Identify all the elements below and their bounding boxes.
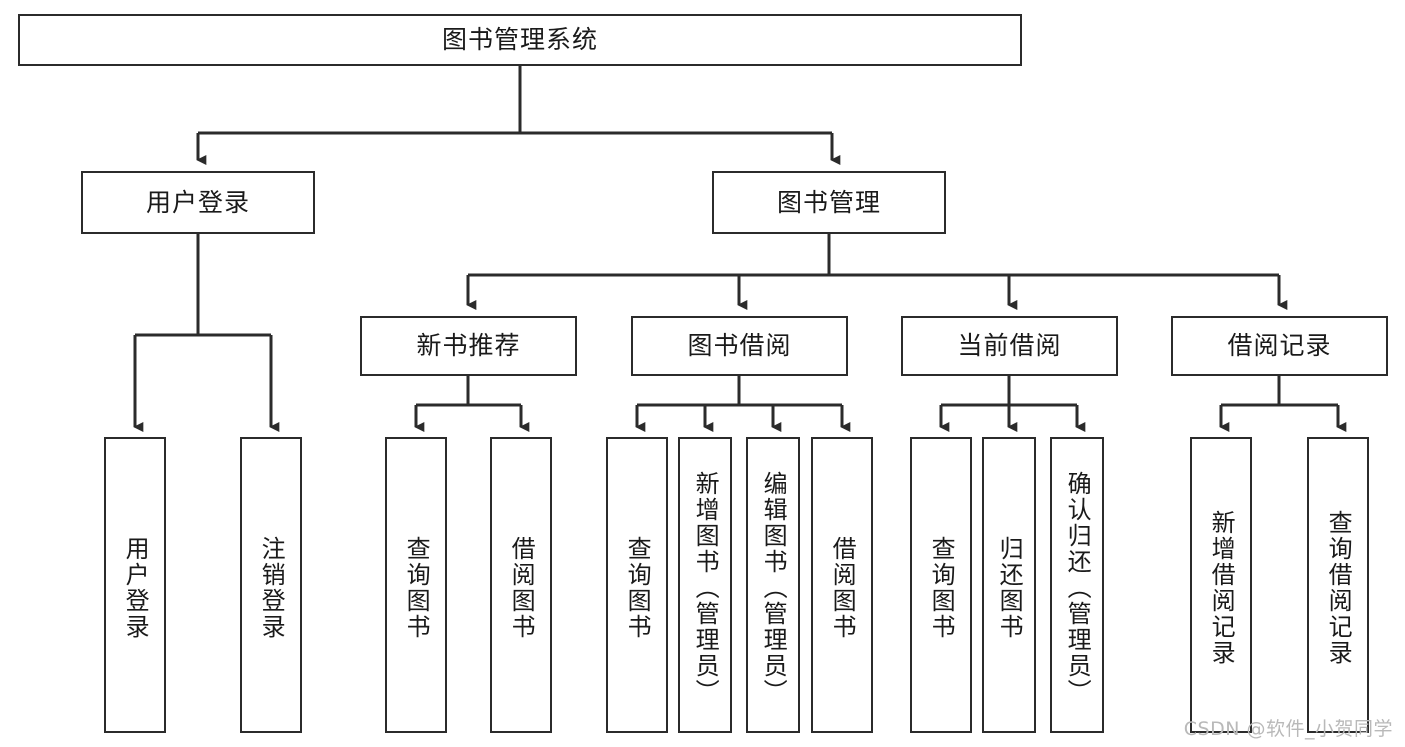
leaf-book-borrow-query[interactable]: 查询图书 (606, 437, 668, 733)
leaf-book-borrow-borrow[interactable]: 借阅图书 (811, 437, 873, 733)
leaf-label: 查询图书 (927, 536, 956, 640)
leaf-borrow-record-query[interactable]: 查询借阅记录 (1307, 437, 1369, 733)
leaf-current-borrow-return[interactable]: 归还图书 (982, 437, 1036, 733)
node-current-borrow[interactable]: 当前借阅 (901, 316, 1118, 376)
node-borrow-record[interactable]: 借阅记录 (1171, 316, 1388, 376)
leaf-text-wrap: 新增图书（管理员） (680, 445, 730, 731)
leaf-text-wrap: 查询图书 (387, 445, 445, 731)
leaf-text-wrap: 注销登录 (242, 445, 300, 731)
leaf-label: 查询图书 (623, 536, 652, 640)
node-book-management[interactable]: 图书管理 (712, 171, 946, 234)
leaf-user-login-logout[interactable]: 注销登录 (240, 437, 302, 733)
leaf-label: 借阅图书 (828, 536, 857, 640)
leaf-label: 新增借阅记录 (1207, 510, 1236, 666)
leaf-text-wrap: 借阅图书 (813, 445, 871, 731)
leaf-book-borrow-add[interactable]: 新增图书（管理员） (678, 437, 732, 733)
leaf-label: 确认归还（管理员） (1063, 471, 1092, 705)
watermark-text: CSDN @软件_小贺同学 (1183, 718, 1393, 740)
leaf-text-wrap: 编辑图书（管理员） (748, 445, 798, 731)
leaf-text-wrap: 归还图书 (984, 445, 1034, 731)
leaf-borrow-record-add[interactable]: 新增借阅记录 (1190, 437, 1252, 733)
leaf-label: 编辑图书（管理员） (759, 471, 788, 705)
leaf-text-wrap: 查询图书 (608, 445, 666, 731)
leaf-label: 查询图书 (402, 536, 431, 640)
node-new-book-recommend[interactable]: 新书推荐 (360, 316, 577, 376)
node-user-login[interactable]: 用户登录 (81, 171, 315, 234)
leaf-text-wrap: 用户登录 (106, 445, 164, 731)
leaf-new-book-borrow[interactable]: 借阅图书 (490, 437, 552, 733)
leaf-new-book-query[interactable]: 查询图书 (385, 437, 447, 733)
leaf-label: 用户登录 (121, 536, 150, 640)
leaf-label: 注销登录 (257, 536, 286, 640)
leaf-text-wrap: 确认归还（管理员） (1052, 445, 1102, 731)
leaf-book-borrow-edit[interactable]: 编辑图书（管理员） (746, 437, 800, 733)
leaf-current-borrow-query[interactable]: 查询图书 (910, 437, 972, 733)
leaf-label: 查询借阅记录 (1324, 510, 1353, 666)
leaf-user-login-login[interactable]: 用户登录 (104, 437, 166, 733)
leaf-text-wrap: 借阅图书 (492, 445, 550, 731)
leaf-label: 新增图书（管理员） (691, 471, 720, 705)
leaf-text-wrap: 新增借阅记录 (1192, 445, 1250, 731)
leaf-current-borrow-confirm[interactable]: 确认归还（管理员） (1050, 437, 1104, 733)
leaf-text-wrap: 查询借阅记录 (1309, 445, 1367, 731)
leaf-text-wrap: 查询图书 (912, 445, 970, 731)
node-book-borrow[interactable]: 图书借阅 (631, 316, 848, 376)
leaf-label: 借阅图书 (507, 536, 536, 640)
node-root-system[interactable]: 图书管理系统 (18, 14, 1022, 66)
leaf-label: 归还图书 (995, 536, 1024, 640)
